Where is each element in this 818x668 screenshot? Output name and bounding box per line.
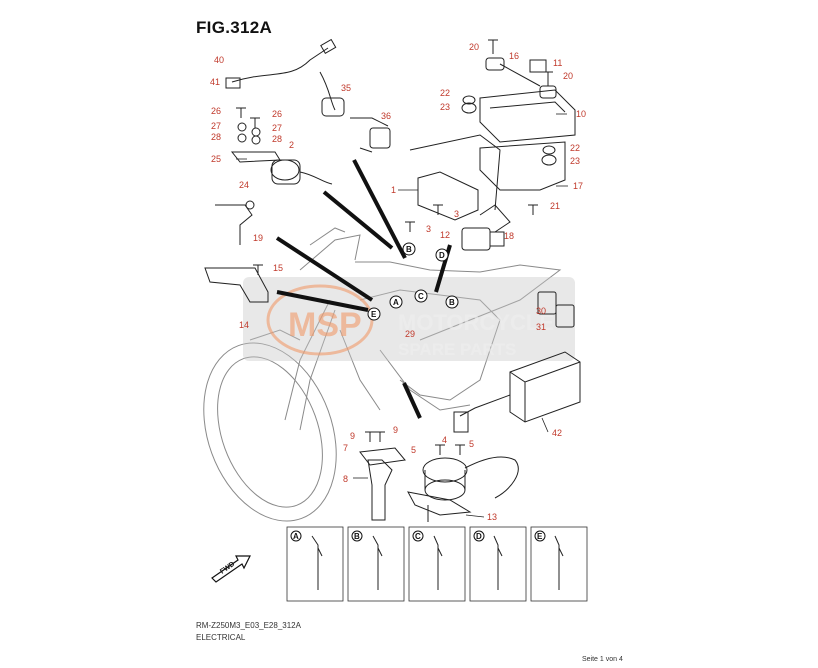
callout-3: 3 [454,209,459,219]
svg-text:A: A [393,298,399,307]
callout-18: 18 [504,231,514,241]
callout-27b: 27 [272,123,282,133]
inset-boxes: A B C D E [286,526,588,602]
callout-22b: 22 [570,143,580,153]
svg-text:C: C [415,532,421,541]
callout-35: 35 [341,83,351,93]
callout-23: 23 [440,102,450,112]
callout-5: 5 [469,439,474,449]
inset-e: E [530,526,588,602]
connector-marker-c: C [414,289,428,303]
svg-text:E: E [371,310,377,319]
inset-c: C [408,526,466,602]
callout-4: 4 [442,435,447,445]
connector-marker-b-top: B [402,242,416,256]
callout-17: 17 [573,181,583,191]
connector-marker-a: A [389,295,403,309]
callout-20: 20 [469,42,479,52]
callout-15: 15 [273,263,283,273]
connector-marker-e: E [367,307,381,321]
parts [204,38,581,522]
callout-42: 42 [552,428,562,438]
watermark-line1: MOTORCYCLE [398,310,554,335]
inset-d: D [469,526,527,602]
svg-text:B: B [406,245,412,254]
callout-1: 1 [391,185,396,195]
callout-22: 22 [440,88,450,98]
leader-lines [275,159,452,419]
callout-23b: 23 [570,156,580,166]
callout-26: 26 [211,106,221,116]
figure-title: FIG.312A [196,18,273,37]
callout-24: 24 [239,180,249,190]
callout-28: 28 [211,132,221,142]
callout-20b: 20 [563,71,573,81]
svg-text:C: C [418,292,424,301]
callout-30: 30 [536,306,546,316]
callout-13: 13 [487,512,497,522]
callout-9b: 9 [393,425,398,435]
callout-11: 11 [553,58,562,68]
callout-27: 27 [211,121,221,131]
page-info: Seite 1 von 4 [582,656,623,663]
watermark-line2: SPARE PARTS [398,340,516,359]
callout-25: 25 [211,154,221,164]
callout-28b: 28 [272,134,282,144]
motorcycle-outline [203,227,562,522]
inset-b: B [347,526,405,602]
callout-19: 19 [253,233,263,243]
inset-a: A [286,526,344,602]
svg-text:D: D [439,251,445,260]
svg-text:B: B [354,532,360,541]
callout-21: 21 [550,201,560,211]
callout-5b: 5 [411,445,416,455]
figure-label: ELECTRICAL [196,633,246,642]
callout-41: 41 [210,77,220,87]
callout-3b: 3 [426,224,431,234]
callout-8: 8 [343,474,348,484]
connector-marker-b-right: B [445,295,459,309]
callout-9: 9 [350,431,355,441]
thin-leaders [236,113,568,518]
connector-markers: B D A C B E [367,242,459,321]
callout-29: 29 [405,329,415,339]
svg-text:A: A [293,532,299,541]
callout-7: 7 [343,443,348,453]
callout-12: 12 [440,230,450,240]
callout-10: 10 [576,109,586,119]
callout-26b: 26 [272,109,282,119]
callout-36: 36 [381,111,391,121]
watermark-logo: MSP [288,306,362,344]
callout-2: 2 [289,140,294,150]
svg-text:D: D [476,532,482,541]
svg-text:B: B [449,298,455,307]
watermark: MSP MOTORCYCLE SPARE PARTS [243,277,575,361]
svg-text:E: E [537,532,543,541]
callout-40: 40 [214,55,224,65]
forward-arrow-icon: FWD [211,555,251,583]
callout-31: 31 [536,322,546,332]
figure-code: RM-Z250M3_E03_E28_312A [196,621,301,630]
callout-16: 16 [509,51,519,61]
callout-14: 14 [239,320,249,330]
connector-marker-d: D [435,248,449,262]
